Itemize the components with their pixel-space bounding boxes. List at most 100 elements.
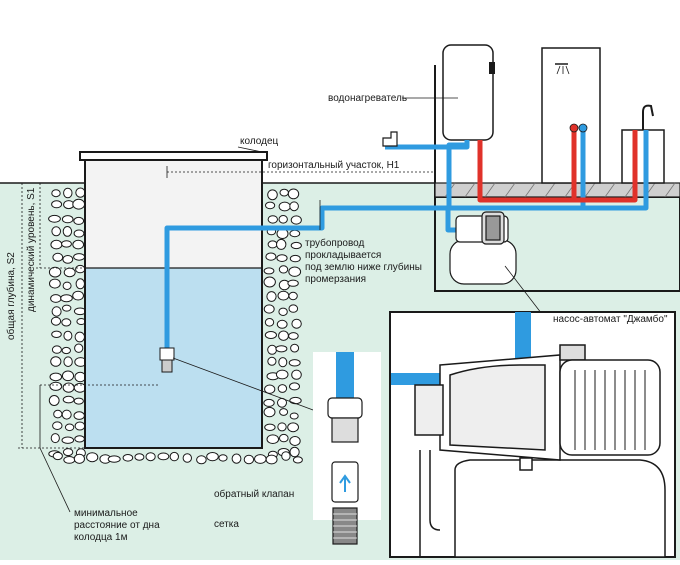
stone bbox=[278, 265, 289, 274]
stone bbox=[86, 452, 99, 463]
label-min-1: минимальное bbox=[74, 508, 138, 519]
stone bbox=[63, 330, 73, 341]
stone bbox=[278, 307, 288, 316]
foot-valve bbox=[159, 347, 175, 373]
stone bbox=[51, 200, 63, 209]
stone bbox=[290, 215, 302, 225]
label-check-valve: обратный клапан bbox=[214, 488, 294, 500]
sink bbox=[621, 129, 665, 184]
stone bbox=[63, 456, 76, 464]
stone bbox=[73, 453, 86, 464]
stone bbox=[288, 266, 302, 277]
stone bbox=[243, 454, 255, 465]
stone bbox=[51, 306, 62, 317]
stone bbox=[287, 422, 300, 433]
stone bbox=[276, 238, 287, 250]
pump-closeup bbox=[414, 344, 666, 558]
stone bbox=[264, 318, 275, 327]
stone bbox=[52, 421, 63, 431]
label-total-depth: общая глубина, S2 bbox=[5, 252, 17, 340]
stone bbox=[60, 294, 73, 303]
stone bbox=[73, 216, 85, 225]
stone bbox=[145, 452, 156, 462]
stone bbox=[48, 266, 62, 278]
stone bbox=[265, 201, 276, 210]
shower-cabin bbox=[541, 47, 601, 184]
stone bbox=[231, 453, 242, 464]
stone bbox=[277, 384, 288, 393]
label-pipe-2: прокладывается bbox=[305, 250, 381, 261]
stone bbox=[266, 291, 277, 302]
stone bbox=[263, 276, 276, 288]
stone bbox=[265, 454, 278, 465]
stone bbox=[206, 452, 219, 462]
stone bbox=[253, 454, 267, 464]
stone bbox=[50, 433, 60, 444]
stone bbox=[267, 215, 278, 224]
stone bbox=[62, 382, 75, 393]
label-pipe-1: трубопровод bbox=[305, 237, 365, 249]
stone bbox=[266, 434, 280, 445]
stone bbox=[61, 215, 74, 224]
stone bbox=[72, 239, 85, 250]
stone bbox=[63, 356, 73, 368]
stone bbox=[276, 319, 288, 329]
stone bbox=[265, 252, 277, 261]
stone bbox=[50, 316, 62, 326]
stone bbox=[288, 291, 298, 301]
stone bbox=[279, 408, 289, 416]
label-pipe-3: под землю ниже глубины bbox=[305, 261, 422, 273]
stone bbox=[61, 318, 72, 327]
stone bbox=[278, 201, 291, 212]
stone bbox=[75, 278, 86, 290]
stone bbox=[72, 290, 84, 301]
stone bbox=[279, 188, 289, 197]
stone bbox=[289, 201, 299, 212]
stone bbox=[290, 343, 300, 353]
stone bbox=[264, 423, 276, 431]
stone bbox=[74, 421, 86, 431]
stone bbox=[196, 455, 207, 465]
stone bbox=[52, 451, 63, 461]
stone bbox=[287, 279, 299, 287]
stone bbox=[49, 278, 61, 289]
stone bbox=[62, 226, 73, 237]
stone bbox=[263, 304, 275, 314]
hot-water-pipes bbox=[477, 130, 638, 203]
stone bbox=[279, 433, 289, 443]
stone bbox=[218, 454, 228, 462]
stone bbox=[73, 253, 86, 261]
stone bbox=[75, 187, 86, 198]
stone bbox=[275, 345, 288, 353]
stone bbox=[62, 281, 72, 290]
label-dyn-level: динамический уровень, S1 bbox=[26, 187, 37, 312]
well-air bbox=[85, 160, 262, 268]
stone bbox=[264, 384, 276, 394]
stone bbox=[267, 356, 277, 366]
stone bbox=[74, 435, 85, 443]
label-pipe-4: промерзания bbox=[305, 274, 366, 285]
label-heater: водонагреватель bbox=[328, 93, 407, 104]
stone bbox=[75, 264, 86, 274]
stone bbox=[289, 229, 301, 238]
stone bbox=[169, 451, 180, 462]
dimension-lines bbox=[18, 97, 555, 524]
stone bbox=[289, 396, 302, 405]
stone bbox=[73, 229, 85, 238]
stone bbox=[51, 345, 62, 354]
stone bbox=[278, 357, 288, 368]
tap bbox=[382, 131, 398, 147]
stone bbox=[50, 356, 62, 367]
stone bbox=[277, 422, 287, 432]
stone bbox=[267, 189, 278, 201]
stone bbox=[64, 423, 75, 432]
stone bbox=[61, 436, 75, 444]
gravel-stones bbox=[48, 187, 303, 465]
stone bbox=[263, 406, 276, 418]
stone bbox=[62, 395, 75, 404]
stone bbox=[49, 372, 63, 382]
label-min-2: расстояние от дна bbox=[74, 520, 160, 531]
stone bbox=[61, 370, 75, 382]
stone bbox=[63, 187, 73, 199]
